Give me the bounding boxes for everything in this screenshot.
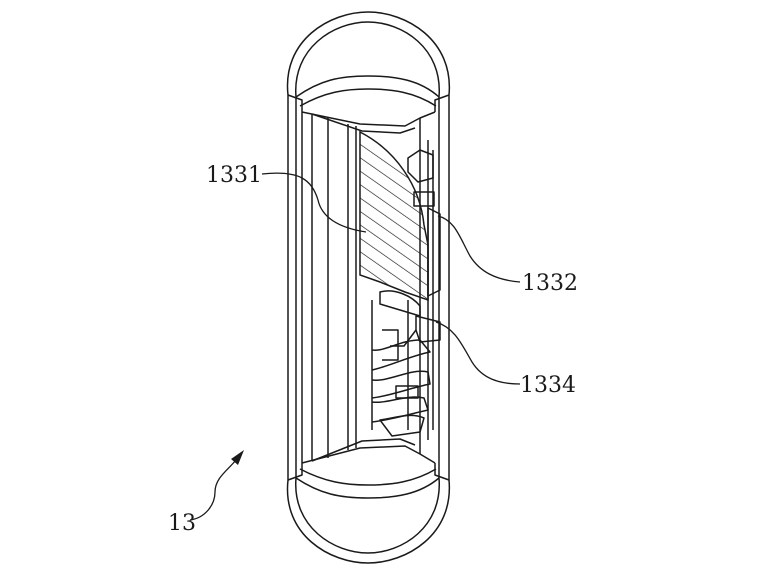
vane-1: [371, 339, 431, 371]
leader-1334: [435, 321, 521, 385]
leader-13: [189, 459, 237, 521]
label-13: 13: [168, 511, 196, 536]
upper-block: [413, 191, 435, 207]
top-right-shoulder: [434, 94, 450, 112]
top-dome-closure-inner: [299, 88, 437, 107]
vane-4: [379, 414, 425, 437]
side-component-1334: [415, 315, 441, 343]
lower-slot: [382, 329, 399, 361]
mid-shelf: [379, 290, 421, 317]
lower-channel: [301, 445, 436, 464]
label-1331: 1331: [206, 163, 262, 188]
top-dome-closure: [295, 75, 440, 98]
side-component-1332: [427, 207, 441, 297]
leader-1332: [437, 215, 521, 283]
bottom-dome-closure-inner: [299, 468, 437, 486]
label-1334: 1334: [520, 373, 576, 398]
arrow-13-icon: [231, 450, 244, 465]
bottom-right-shoulder: [434, 463, 450, 481]
lower-channel-inner: [311, 438, 416, 462]
vane-2: [371, 370, 431, 399]
leader-1331: [261, 172, 367, 233]
upper-bracket: [407, 149, 434, 183]
link-1334: [390, 329, 417, 347]
top-left-shoulder: [287, 94, 303, 112]
bottom-left-shoulder: [287, 463, 303, 481]
upper-channel-inner: [311, 113, 416, 134]
lower-block: [395, 385, 419, 399]
bottom-dome-closure: [295, 477, 440, 499]
upper-channel: [301, 111, 436, 127]
hatched-wedge: [359, 130, 429, 302]
label-1332: 1332: [522, 271, 578, 296]
